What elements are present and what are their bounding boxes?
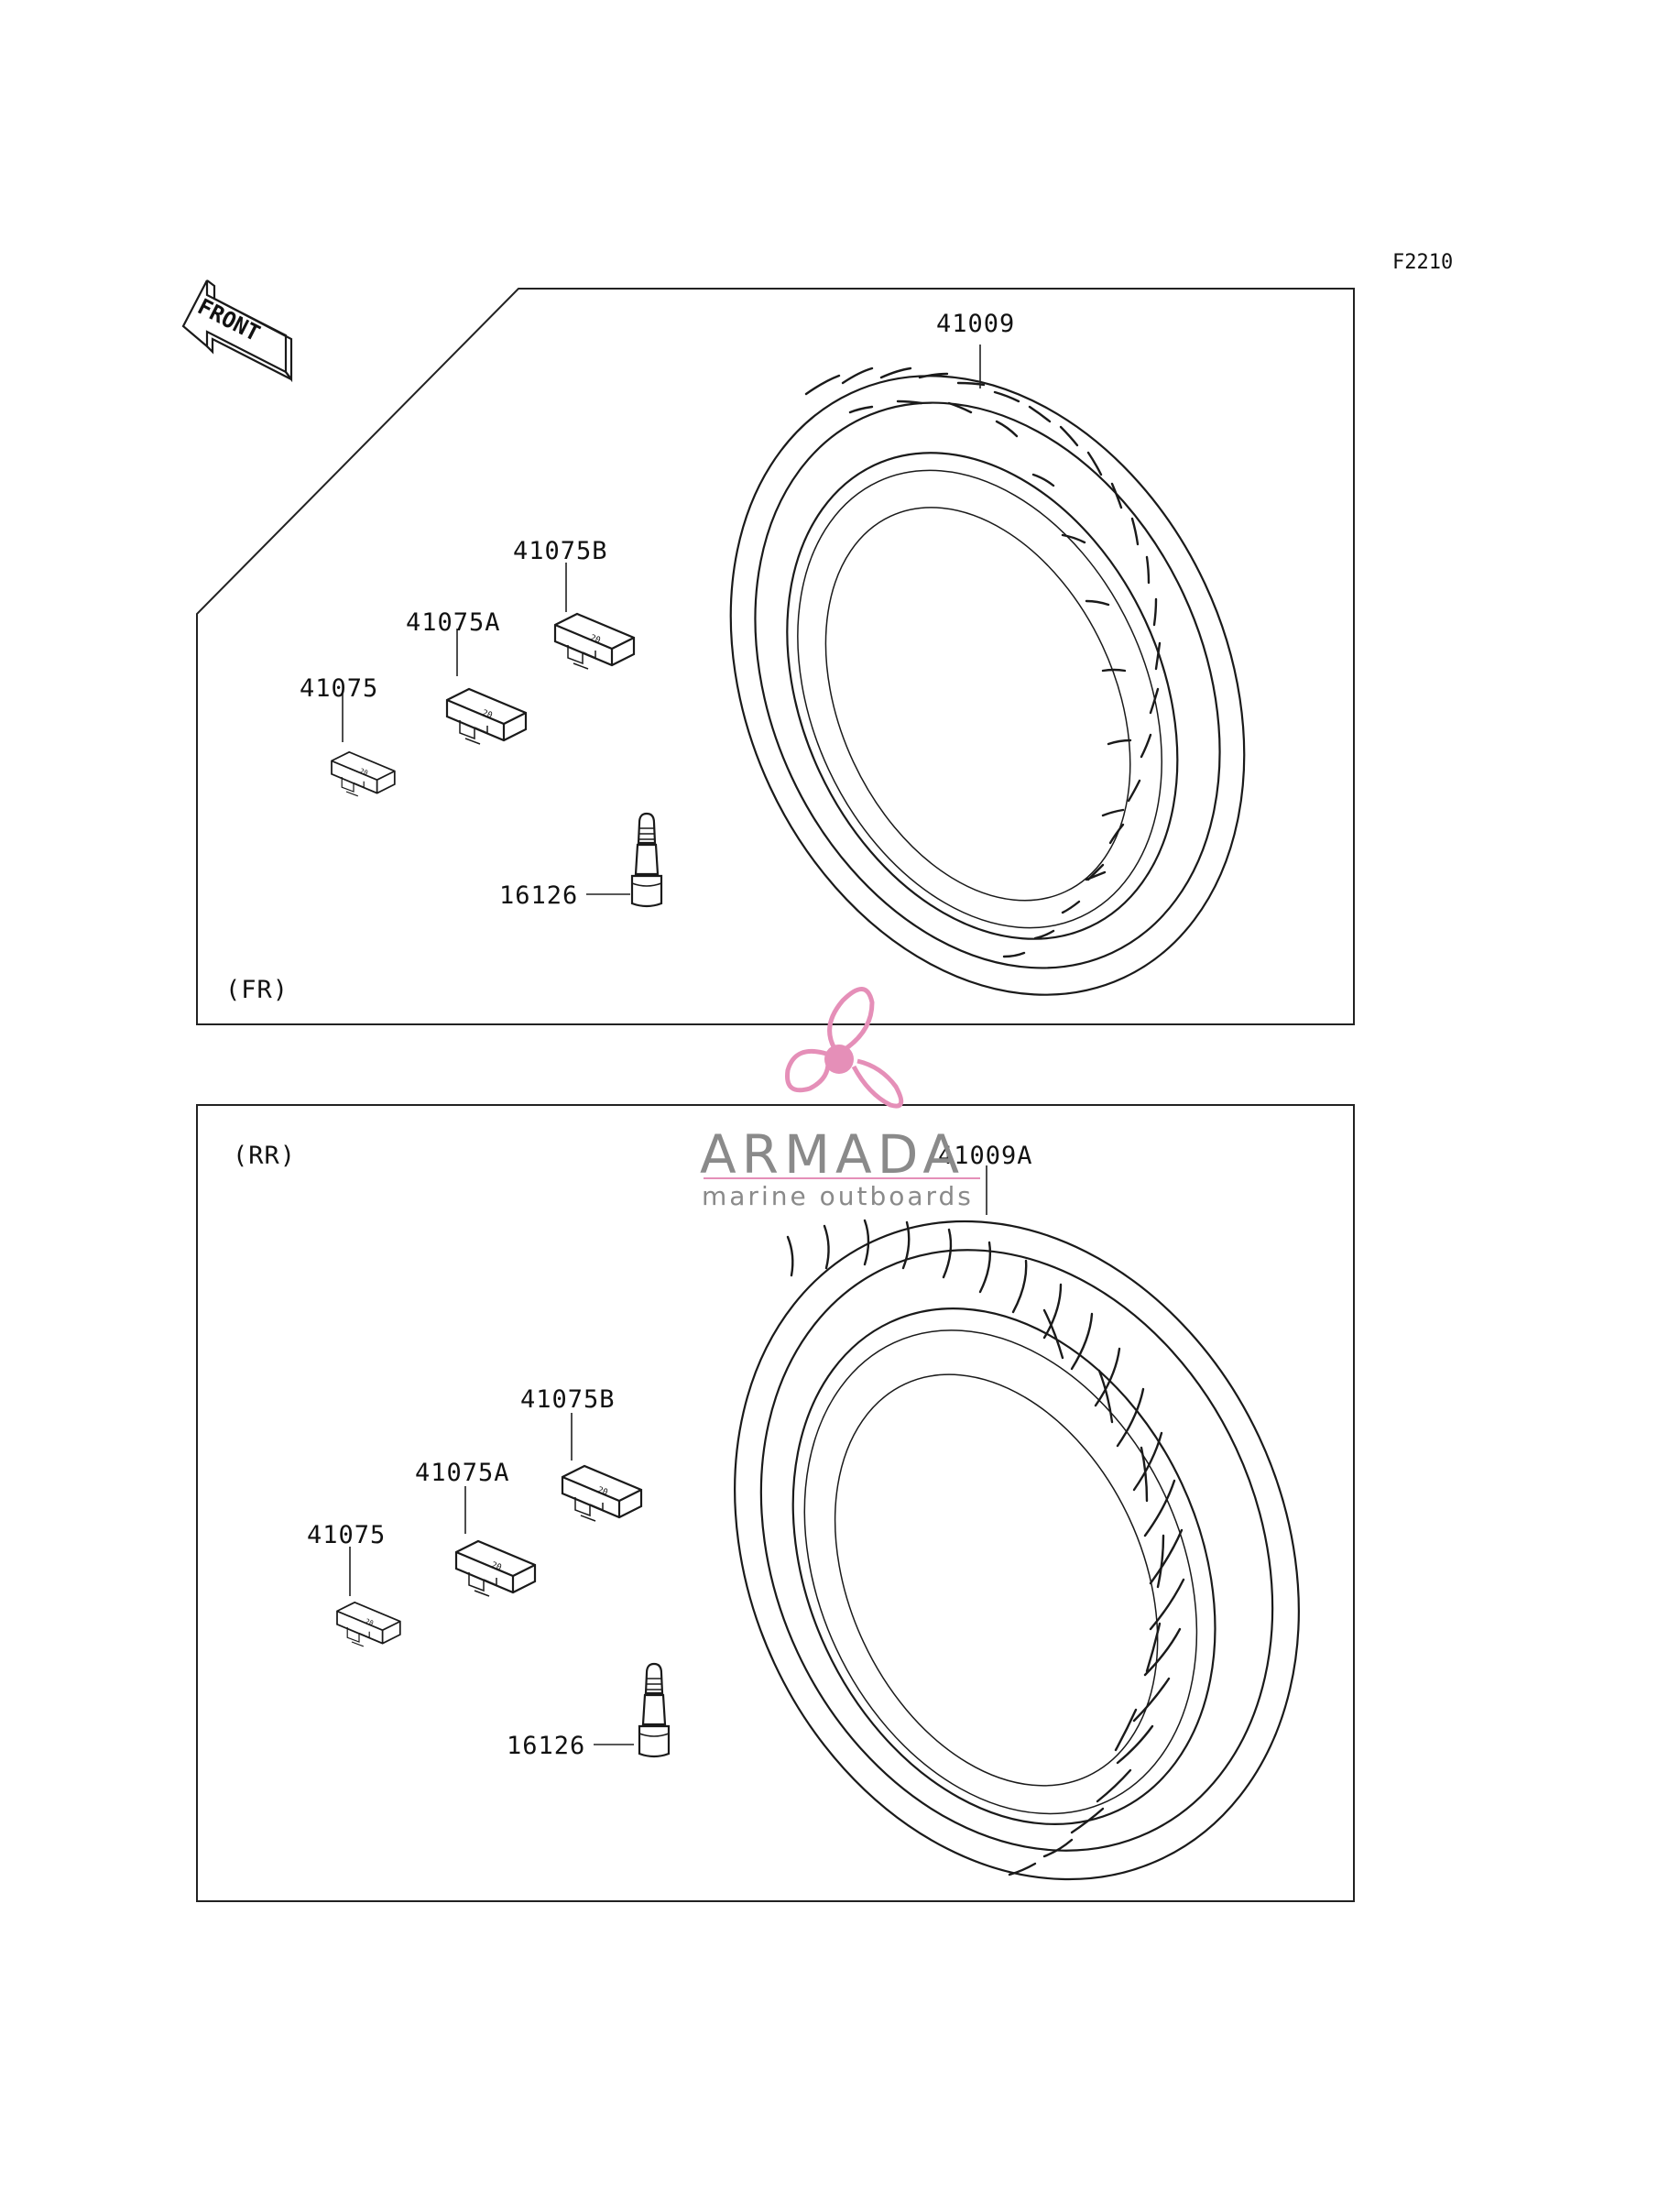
rear-section-label: (RR) bbox=[233, 1142, 296, 1170]
front-panel: (FR) bbox=[196, 288, 1355, 1025]
rear-tire-part-number: 41009A bbox=[938, 1142, 1033, 1170]
armada-watermark: ARMADA marine outboards bbox=[700, 987, 980, 1211]
front-arrow-label: FRONT bbox=[193, 293, 264, 346]
rear-weight-a-part-number: 41075A bbox=[415, 1459, 510, 1487]
rear-weight-part-number: 41075 bbox=[307, 1521, 386, 1549]
front-tire-part-number: 41009 bbox=[936, 310, 1015, 338]
rear-tire-valve-icon bbox=[638, 1662, 671, 1758]
propeller-logo-icon bbox=[785, 987, 904, 1109]
rear-valve-part-number: 16126 bbox=[507, 1732, 585, 1760]
front-tire-valve-icon bbox=[630, 812, 663, 908]
rear-tire-drawing bbox=[734, 1219, 1300, 1881]
rear-balance-weight-icon bbox=[336, 1601, 401, 1647]
watermark-tagline: marine outboards bbox=[702, 1181, 974, 1211]
front-section-label: (FR) bbox=[225, 976, 289, 1004]
rear-balance-weight-b-icon bbox=[561, 1464, 643, 1523]
front-balance-weight-b-icon bbox=[553, 612, 636, 671]
rear-panel: (RR) bbox=[196, 1104, 1355, 1902]
front-valve-part-number: 16126 bbox=[499, 881, 578, 910]
front-weight-a-part-number: 41075A bbox=[406, 608, 501, 637]
front-balance-weight-a-icon bbox=[445, 687, 528, 746]
rear-balance-weight-a-icon bbox=[454, 1539, 537, 1598]
front-tire-drawing bbox=[729, 366, 1246, 996]
front-weight-b-part-number: 41075B bbox=[513, 537, 608, 565]
front-balance-weight-icon bbox=[331, 750, 396, 797]
front-arrow-icon: FRONT bbox=[181, 279, 293, 383]
diagram-code: F2210 bbox=[1392, 251, 1453, 274]
rear-weight-b-part-number: 41075B bbox=[520, 1385, 616, 1414]
watermark-name: ARMADA bbox=[700, 1123, 965, 1186]
front-weight-part-number: 41075 bbox=[300, 674, 378, 703]
